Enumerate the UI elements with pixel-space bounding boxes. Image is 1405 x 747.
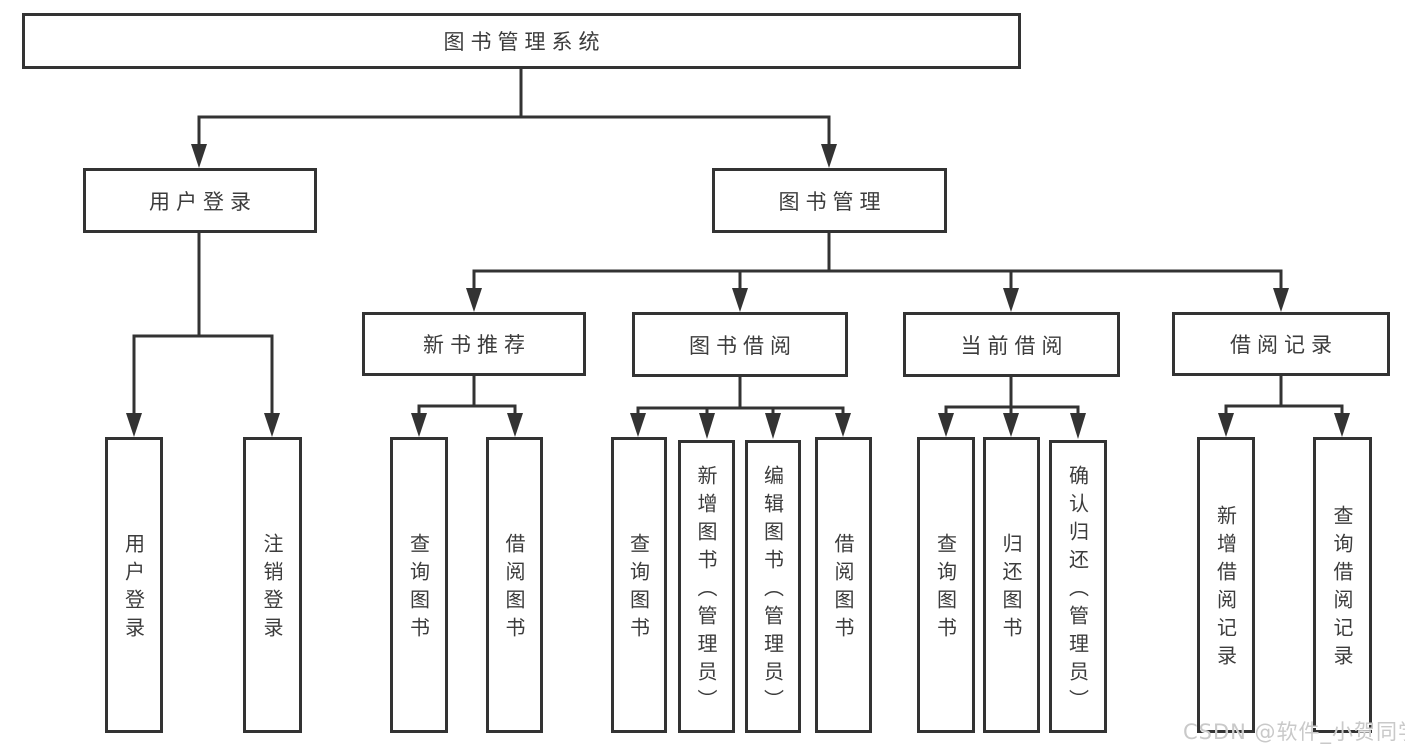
connector-userlogin-to-leaves <box>132 231 274 417</box>
connector-root-to-level1 <box>197 66 831 148</box>
connector-newbook-to-leaves <box>417 374 517 417</box>
node-user-login: 用户登录 <box>83 168 317 233</box>
node-book-borrow: 图书借阅 <box>632 312 848 377</box>
leaf-record-query: 查询借阅记录 <box>1313 437 1372 733</box>
connector-record-to-leaves <box>1224 374 1344 417</box>
leaf-record-add: 新增借阅记录 <box>1197 437 1255 733</box>
node-book-management: 图书管理 <box>712 168 947 233</box>
leaf-borrow-borrow: 借阅图书 <box>815 437 872 733</box>
csdn-watermark: CSDN @软件_小贺同学 <box>1183 720 1405 744</box>
leaf-borrow-add-admin: 新增图书（管理员） <box>678 440 735 733</box>
leaf-logout: 注销登录 <box>243 437 302 733</box>
leaf-current-confirm-admin: 确认归还（管理员） <box>1049 440 1107 733</box>
leaf-user-login: 用户登录 <box>105 437 163 733</box>
node-current-borrow: 当前借阅 <box>903 312 1120 377</box>
leaf-borrow-edit-admin: 编辑图书（管理员） <box>745 440 801 733</box>
leaf-borrow-query: 查询图书 <box>611 437 667 733</box>
leaf-current-return: 归还图书 <box>983 437 1040 733</box>
leaf-current-query: 查询图书 <box>917 437 975 733</box>
node-new-book-recommend: 新书推荐 <box>362 312 586 376</box>
connector-current-to-leaves <box>944 375 1080 417</box>
node-borrow-record: 借阅记录 <box>1172 312 1390 376</box>
leaf-newbook-query: 查询图书 <box>390 437 448 733</box>
connector-bookmgmt-to-level2 <box>472 231 1283 292</box>
node-root: 图书管理系统 <box>22 13 1021 69</box>
leaf-newbook-borrow: 借阅图书 <box>486 437 543 733</box>
connector-borrow-to-leaves <box>636 375 845 417</box>
